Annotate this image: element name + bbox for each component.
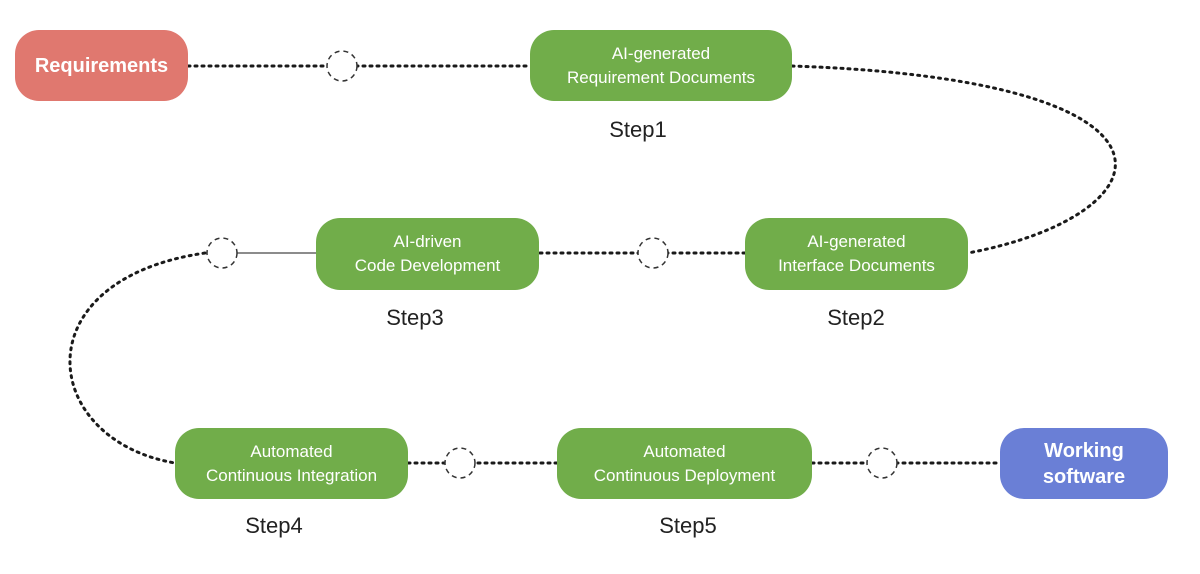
junction-circle-3 [206,237,238,269]
connector-step3-to-step4 [68,251,207,465]
step3-node: AI-driven Code Development [316,218,539,290]
junction-circle-1 [326,50,358,82]
step5-node: Automated Continuous Deployment [557,428,812,499]
step3-label: Step3 [386,305,444,330]
junction-circle-5 [866,447,898,479]
junction-circle-4 [444,447,476,479]
step5-label: Step5 [659,513,717,538]
working-software-node: Working software [1000,428,1168,499]
step2-node: AI-generated Interface Documents [745,218,968,290]
step4-label: Step4 [245,513,303,538]
step1-node: AI-generated Requirement Documents [530,30,792,101]
step2-label: Step2 [827,305,885,330]
requirements-node: Requirements [15,30,188,101]
step4-node: Automated Continuous Integration [175,428,408,499]
step1-label: Step1 [609,117,667,142]
junction-circle-2 [637,237,669,269]
